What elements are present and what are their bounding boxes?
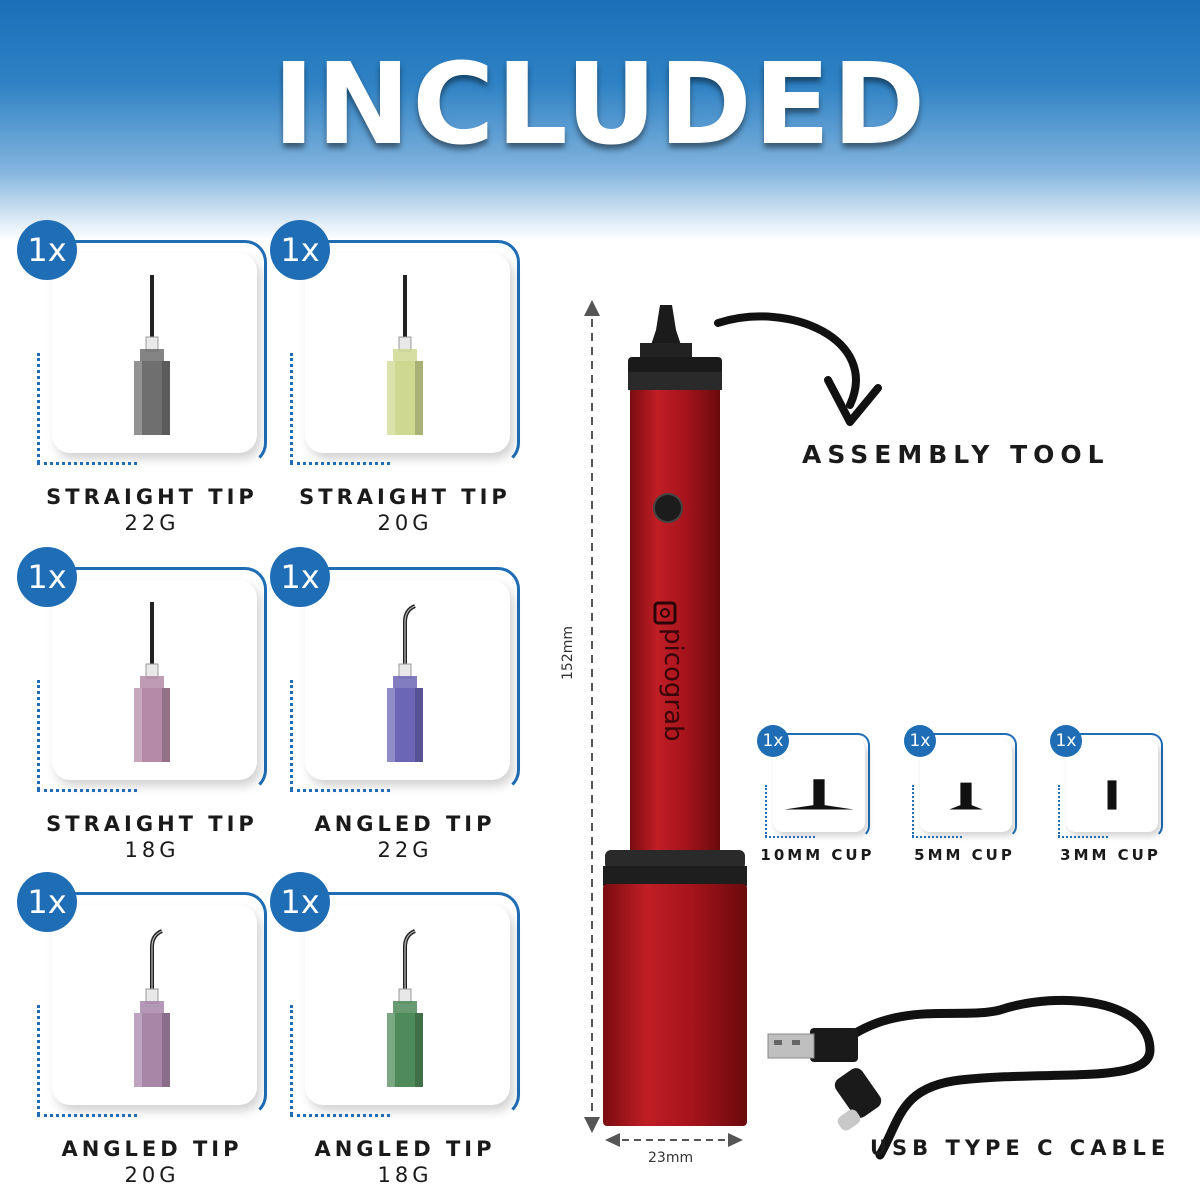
- cup-label: 10MM CUP: [760, 846, 875, 864]
- assembly-tool-label: ASSEMBLY TOOL: [802, 440, 1110, 469]
- dotted-border: [290, 353, 293, 463]
- dotted-border: [37, 789, 137, 792]
- tip-gauge: 20G: [124, 1163, 180, 1187]
- dispensing-tip-icon: [387, 604, 423, 762]
- tip-gauge: 18G: [377, 1163, 433, 1187]
- page-title: INCLUDED: [272, 40, 928, 170]
- dotted-border: [1058, 836, 1108, 838]
- dotted-border: [1058, 785, 1060, 837]
- dispensing-tip-icon: [134, 929, 170, 1087]
- suction-cup-icon: [949, 782, 983, 810]
- dotted-border: [290, 1114, 390, 1117]
- dotted-border: [290, 462, 390, 465]
- quantity-badge: 1x: [270, 872, 330, 932]
- header-band: [0, 0, 1200, 240]
- tip-gauge: 22G: [124, 511, 180, 535]
- cup-card-inner: [920, 740, 1012, 832]
- brand-text: picograb: [658, 628, 688, 742]
- quantity-badge: 1x: [17, 220, 77, 280]
- tip-gauge: 20G: [377, 511, 433, 535]
- dotted-border: [37, 353, 40, 463]
- quantity-badge: 1x: [1050, 725, 1082, 757]
- cup-card: [912, 733, 1017, 838]
- dotted-border: [290, 680, 293, 790]
- suction-cup-icon: [784, 779, 854, 810]
- tip-name: ANGLED TIP: [61, 1137, 243, 1161]
- quantity-badge: 1x: [17, 547, 77, 607]
- cup-card: [765, 733, 870, 838]
- suction-cup-icon: [1107, 780, 1117, 810]
- dotted-border: [765, 836, 815, 838]
- cup-label: 5MM CUP: [914, 846, 1015, 864]
- dotted-border: [37, 1005, 40, 1115]
- dotted-border: [37, 680, 40, 790]
- tip-name: STRAIGHT TIP: [46, 485, 258, 509]
- quantity-badge: 1x: [270, 220, 330, 280]
- dotted-border: [37, 1114, 137, 1117]
- dispensing-tip-icon: [134, 275, 170, 435]
- tip-gauge: 18G: [124, 838, 180, 862]
- tip-name: STRAIGHT TIP: [299, 485, 511, 509]
- quantity-badge: 1x: [270, 547, 330, 607]
- cup-card: [1058, 733, 1163, 838]
- length-dimension: 152mm: [560, 626, 576, 680]
- dotted-border: [290, 789, 390, 792]
- tip-name: ANGLED TIP: [314, 812, 496, 836]
- tip-name: ANGLED TIP: [314, 1137, 496, 1161]
- quantity-badge: 1x: [904, 725, 936, 757]
- dotted-border: [37, 462, 137, 465]
- dispensing-tip-icon: [387, 929, 423, 1087]
- cup-card-inner: [773, 740, 865, 832]
- dotted-border: [912, 836, 962, 838]
- usb-cable-label: USB TYPE C CABLE: [870, 1136, 1171, 1160]
- dispensing-tip-icon: [387, 275, 423, 435]
- diameter-dimension: 23mm: [648, 1150, 694, 1166]
- dotted-border: [290, 1005, 293, 1115]
- cup-card-inner: [1066, 740, 1158, 832]
- tip-name: STRAIGHT TIP: [46, 812, 258, 836]
- quantity-badge: 1x: [17, 872, 77, 932]
- cup-label: 3MM CUP: [1060, 846, 1161, 864]
- quantity-badge: 1x: [757, 725, 789, 757]
- tip-gauge: 22G: [377, 838, 433, 862]
- dotted-border: [765, 785, 767, 837]
- dispensing-tip-icon: [134, 602, 170, 762]
- dotted-border: [912, 785, 914, 837]
